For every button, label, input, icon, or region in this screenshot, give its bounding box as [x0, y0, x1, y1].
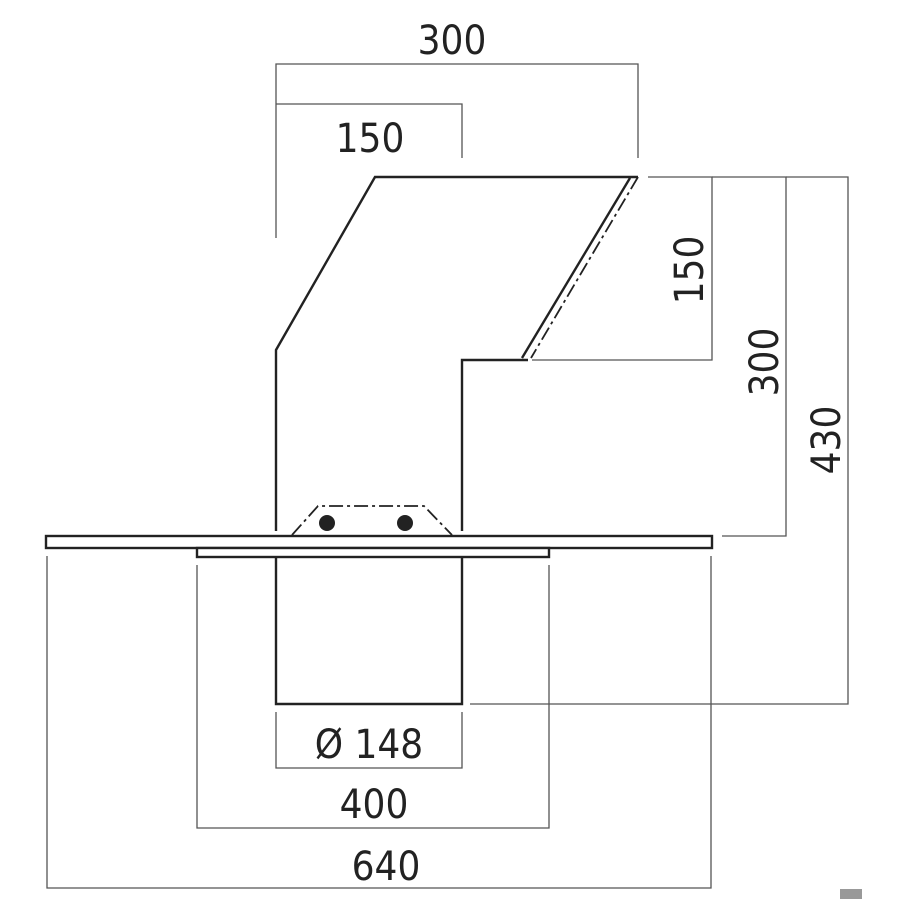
dim-line-right-430	[470, 176, 849, 705]
dim-line-top-300	[275, 63, 639, 238]
dim-line-right-150	[532, 176, 713, 361]
label-right-300: 300	[742, 328, 788, 397]
label-plate-640: 640	[352, 844, 421, 890]
mount-bracket	[291, 505, 453, 536]
dimension-lines	[46, 63, 849, 889]
hood-outline	[44, 175, 714, 706]
dim-line-canopy-400	[196, 565, 550, 829]
hood-slope-edge-solid	[520, 177, 632, 359]
dim-line-top-150	[276, 103, 463, 158]
lower-duct	[274, 557, 464, 706]
dim-line-duct-148	[275, 712, 463, 769]
dim-line-right-300	[712, 176, 787, 537]
corner-mark	[840, 889, 862, 899]
label-canopy-400: 400	[340, 782, 409, 828]
mount-bolt-right	[397, 515, 413, 531]
glass-plate	[44, 534, 714, 550]
hood-upper-body	[274, 175, 638, 531]
hood-slope-edge	[530, 176, 639, 359]
label-top-150: 150	[336, 116, 405, 162]
label-right-430: 430	[804, 406, 850, 475]
label-right-150: 150	[667, 236, 713, 305]
dim-line-plate-640	[46, 556, 712, 889]
canopy-plate	[195, 546, 551, 559]
dimension-labels: 300 150 150 300 430 Ø 148 400 640	[315, 18, 850, 890]
label-top-300: 300	[418, 18, 487, 64]
mount-bolt-left	[319, 515, 335, 531]
hood-inner-edge	[460, 358, 528, 531]
label-duct-diameter: Ø 148	[315, 722, 423, 768]
